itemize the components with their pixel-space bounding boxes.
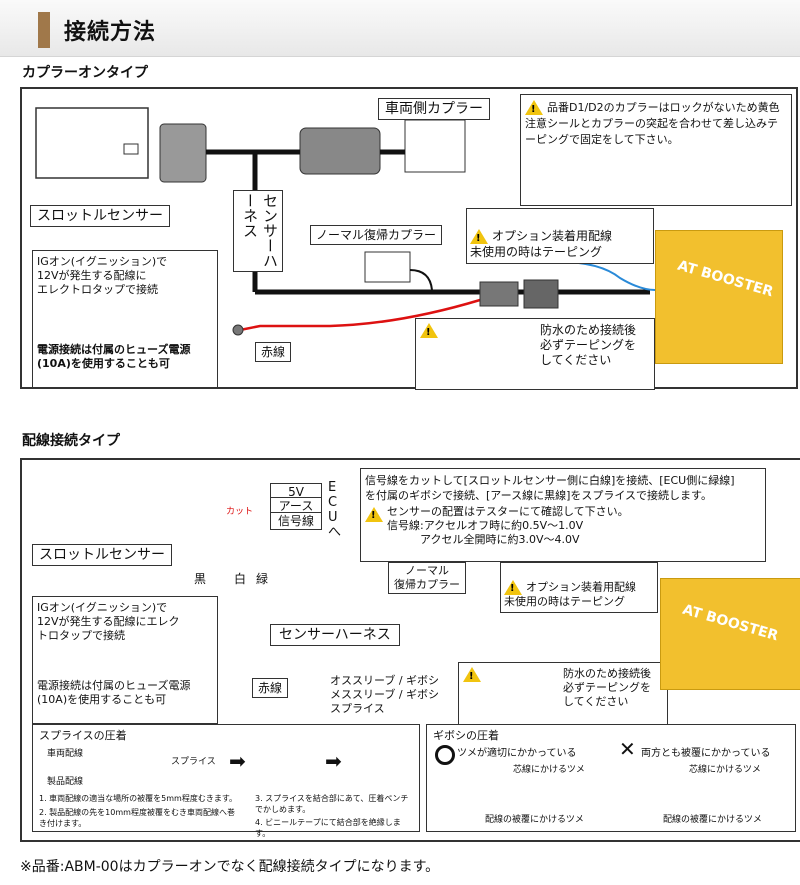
harness-connector [159,123,207,183]
vehicle-coupler-icon [404,119,466,173]
red-wire-label: 赤線 [255,342,292,362]
cover-claw-label-2: 配線の被覆にかけるツメ [663,815,762,825]
warning-icon [463,667,481,685]
header: 接続方法 [0,0,800,57]
page-title: 接続方法 [64,20,157,45]
splice-step-1: 1. 車両配線の適当な場所の被覆を5mm程度むきます。 [39,794,238,803]
sensor-harness-label-2: センサーハーネス [270,624,400,646]
option-note: オプション装着用配線 未使用の時はテーピング [470,229,613,259]
warning-icon [525,100,543,118]
ig-note-box-2: IGオン(イグニッション)で 12Vが発生する配線にエレク トロタップで接続 電… [32,596,218,724]
normal-return-coupler-label: ノーマル復帰カプラー [310,225,443,245]
section-title-wire-connect: 配線接続タイプ [22,433,120,449]
giboshi-crimp-box: ギボシの圧着 ツメが適切にかかっている ✕ 両方とも被覆にかかっている 芯線にか… [426,724,796,832]
inline-coupler [299,127,381,175]
white-wire-label: 白 [234,572,247,586]
throttle-sensor-label: スロットルセンサー [30,205,170,227]
ig-note: IGオン(イグニッション)で 12Vが発生する配線に エレクトロタップで接続 [37,255,168,296]
sensor-harness-label: センサーハーネス [233,190,283,272]
waterproof-note-box-2: 防水のため接続後 必ずテーピングを してください [458,662,668,726]
normal-return-coupler-label-2: ノーマル 復帰カプラー [388,562,466,594]
device-logo-2: AT BOOSTER [680,601,780,645]
at-booster-device: AT BOOSTER [655,230,783,364]
green-wire-label: 緑 [256,572,269,586]
ok-circle-icon [435,745,455,765]
core-claw-label-2: 芯線にかけるツメ [689,765,761,775]
warning-icon [470,229,488,247]
warning-icon [420,323,438,341]
giboshi-title: ギボシの圧着 [433,729,499,742]
ecu-label: ECUへ [328,480,342,540]
splice-step-4: 4. ビニールテープにて結合部を絶縁します。 [255,818,401,838]
header-accent-bar [38,12,50,48]
warning-icon [365,507,383,523]
waterproof-note-2: 防水のため接続後 必ずテーピングを してください [563,667,651,708]
option-note-box: オプション装着用配線 未使用の時はテーピング [466,208,654,264]
splice-label: スプライス [171,757,216,767]
option-note-2: オプション装着用配線 未使用の時はテーピング [504,580,636,609]
ig-note-2: IGオン(イグニッション)で 12Vが発生する配線にエレク トロタップで接続 [37,601,180,642]
option-note-box-2: オプション装着用配線 未使用の時はテーピング [500,562,658,613]
splice-step-3: 3. スプライスを結合部にあて、圧着ペンチでかしめます。 [255,794,409,814]
splice-crimp-box: スプライスの圧着 車両配線 製品配線 スプライス 1. 車両配線の適当な場所の被… [32,724,420,838]
main-note-box: 信号線をカットして[スロットルセンサー側に白線]を接続、[ECU側に緑線] を付… [360,468,766,562]
section-title-coupler-on: カプラーオンタイプ [22,65,148,81]
main-note: 信号線をカットして[スロットルセンサー側に白線]を接続、[ECU側に緑線] を付… [365,474,735,502]
wire-signal-label: 信号線 [270,512,322,530]
fuse-note-2: 電源接続は付属のヒューズ電源 (10A)を使用することも可 [37,679,191,706]
waterproof-note: 防水のため接続後 必ずテーピングを してください [540,323,637,367]
coupler-note: 品番D1/D2のカプラーはロックがないため黄色注意シールとカプラーの突起を合わせ… [525,101,780,146]
ng-cross-icon: ✕ [619,737,636,761]
throttle-sensor-body [35,107,149,179]
black-wire-label: 黒 [194,572,207,586]
tester-note: センサーの配置はテスターにて確認して下さい。 信号線:アクセルオフ時に約0.5V… [387,505,629,546]
cut-label: カット [226,507,254,517]
wire-5v-label: 5V [270,483,322,501]
ng-label: 両方とも被覆にかかっている [641,748,771,759]
splice-step-2: 2. 製品配線の先を10mm程度被覆をむき車両配線へ巻き付けます。 [39,808,235,828]
product-wire-label: 製品配線 [47,777,84,787]
waterproof-note-box: 防水のため接続後 必ずテーピングを してください [415,318,655,390]
core-claw-label: 芯線にかけるツメ [513,765,585,775]
legend-female: メススリーブ / ギボシ [330,688,440,701]
legend-male: オススリーブ / ギボシ [330,674,440,687]
car-wire-label: 車両配線 [47,749,84,759]
ok-label: ツメが適切にかかっている [457,748,577,759]
red-wire-label-2: 赤線 [252,678,289,698]
arrow-right-icon: ➡ [229,749,246,773]
legend-splice: スプライス [330,702,385,715]
vehicle-coupler-label: 車両側カプラー [378,98,490,120]
splice-title: スプライスの圧着 [39,729,127,742]
at-booster-device-2: AT BOOSTER [660,578,800,690]
fuse-note: 電源接続は付属のヒューズ電源 (10A)を使用することも可 [37,343,191,370]
footer-note: ※品番:ABM-00はカプラーオンでなく配線接続タイプになります。 [20,859,440,875]
ig-note-box: IGオン(イグニッション)で 12Vが発生する配線に エレクトロタップで接続 電… [32,250,218,388]
warning-icon [504,580,522,596]
arrow-right-icon: ➡ [325,749,342,773]
coupler-note-box: 品番D1/D2のカプラーはロックがないため黄色注意シールとカプラーの突起を合わせ… [520,94,792,206]
throttle-sensor-label-2: スロットルセンサー [32,544,172,566]
cover-claw-label: 配線の被覆にかけるツメ [485,815,584,825]
device-logo: AT BOOSTER [675,257,775,301]
